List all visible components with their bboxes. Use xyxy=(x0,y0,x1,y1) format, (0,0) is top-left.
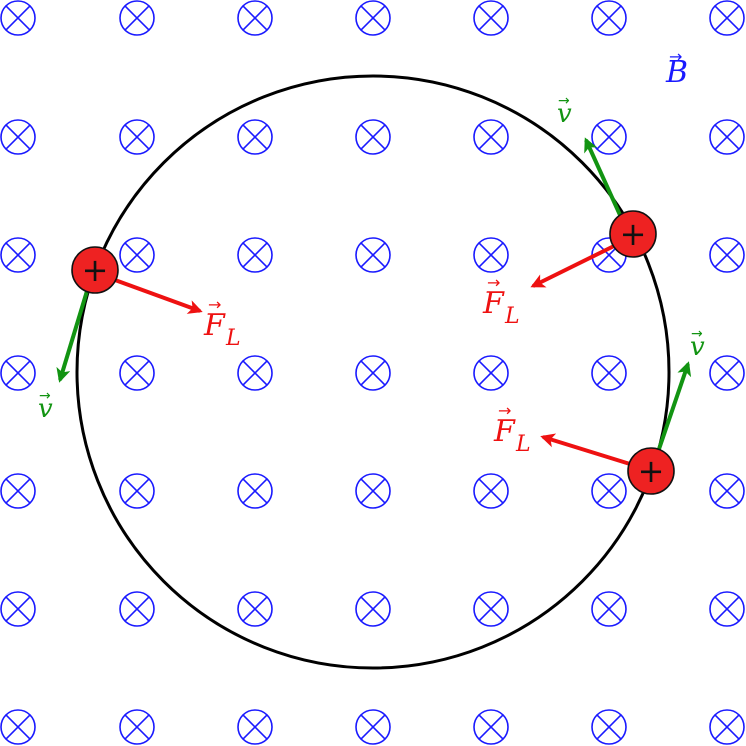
force-label-subscript-left: L xyxy=(225,326,241,351)
force-label-bottom-right: F xyxy=(493,414,516,449)
orbit-circle xyxy=(75,74,671,670)
field-into-page-icon xyxy=(709,119,745,155)
field-into-page-icon xyxy=(0,237,36,273)
vector-arrow-icon: → xyxy=(669,47,682,66)
field-into-page-icon xyxy=(237,591,273,627)
field-into-page-icon xyxy=(591,591,627,627)
field-into-page-icon xyxy=(237,355,273,391)
field-into-page-icon xyxy=(473,473,509,509)
force-label-subscript-bottom-right: L xyxy=(515,432,531,457)
field-into-page-icon xyxy=(355,0,391,36)
force-arrow-top-right xyxy=(530,244,615,288)
field-into-page-icon xyxy=(119,591,155,627)
field-into-page-icon xyxy=(355,591,391,627)
field-into-page-icon xyxy=(473,591,509,627)
charge-left xyxy=(71,246,119,294)
field-into-page-icon xyxy=(591,709,627,745)
field-into-page-icon xyxy=(0,119,36,155)
vector-arrow-icon: → xyxy=(558,93,570,109)
field-into-page-icon xyxy=(0,355,36,391)
velocity-arrow-bottom-right xyxy=(656,361,692,453)
force-arrow-left xyxy=(114,278,203,314)
charge-sign-left: + xyxy=(82,251,109,289)
particle-bottom-right: + v → F L → xyxy=(493,326,705,495)
field-into-page-icon xyxy=(355,355,391,391)
charge-top-right xyxy=(609,210,657,258)
velocity-label-top-right: v xyxy=(557,99,572,129)
velocity-arrow-left xyxy=(56,290,89,383)
charge-sign-top-right: + xyxy=(620,215,647,253)
field-into-page-icon xyxy=(709,591,745,627)
particle-top-right: + v → F L → xyxy=(482,93,657,329)
charge-bottom-right xyxy=(627,447,675,495)
field-into-page-icon xyxy=(119,0,155,36)
field-into-page-icon xyxy=(709,0,745,36)
field-into-page-icon xyxy=(355,709,391,745)
field-into-page-icon xyxy=(709,709,745,745)
field-into-page-icon xyxy=(237,237,273,273)
force-arrow-bottom-right xyxy=(540,433,631,466)
vector-arrow-icon: → xyxy=(208,295,221,314)
field-into-page-icon xyxy=(473,119,509,155)
velocity-label-bottom-right: v xyxy=(690,332,705,362)
field-into-page-icon xyxy=(0,0,36,36)
field-into-page-icon xyxy=(119,709,155,745)
field-into-page-icon xyxy=(355,473,391,509)
field-into-page-icon xyxy=(119,237,155,273)
field-into-page-icon xyxy=(119,119,155,155)
field-into-page-icon xyxy=(237,0,273,36)
field-into-page-icon xyxy=(709,473,745,509)
vector-arrow-icon: → xyxy=(39,388,51,404)
field-into-page-icon xyxy=(591,473,627,509)
field-into-page-icon xyxy=(709,237,745,273)
field-into-page-icon xyxy=(237,119,273,155)
field-into-page-icon xyxy=(119,473,155,509)
field-into-page-icon xyxy=(355,237,391,273)
field-into-page-icon xyxy=(473,0,509,36)
force-label-left: F xyxy=(203,308,226,343)
vector-arrow-icon: → xyxy=(691,326,703,342)
field-into-page-icon xyxy=(473,237,509,273)
field-into-page-icon xyxy=(591,0,627,36)
vector-arrow-icon: → xyxy=(498,401,511,420)
force-label-top-right: F xyxy=(482,286,505,321)
vector-arrow-icon: → xyxy=(487,273,500,292)
field-into-page-icon xyxy=(591,355,627,391)
field-into-page-icon xyxy=(709,355,745,391)
field-into-page-icon xyxy=(473,355,509,391)
force-label-subscript-top-right: L xyxy=(504,304,520,329)
field-into-page-icon xyxy=(0,591,36,627)
field-into-page-icon xyxy=(591,119,627,155)
velocity-arrow-top-right xyxy=(584,137,622,216)
velocity-label-left: v xyxy=(38,394,53,424)
field-into-page-icon xyxy=(0,709,36,745)
charge-sign-bottom-right: + xyxy=(638,452,665,490)
field-into-page-icon xyxy=(355,119,391,155)
field-label-text: B xyxy=(665,55,688,90)
particle-left: + v → F L → xyxy=(38,246,241,424)
field-label: B → xyxy=(665,47,688,90)
field-into-page-icon xyxy=(119,355,155,391)
field-into-page-icon xyxy=(237,473,273,509)
field-into-page-icon xyxy=(473,709,509,745)
field-into-page-icon xyxy=(237,709,273,745)
field-into-page-icon xyxy=(0,473,36,509)
